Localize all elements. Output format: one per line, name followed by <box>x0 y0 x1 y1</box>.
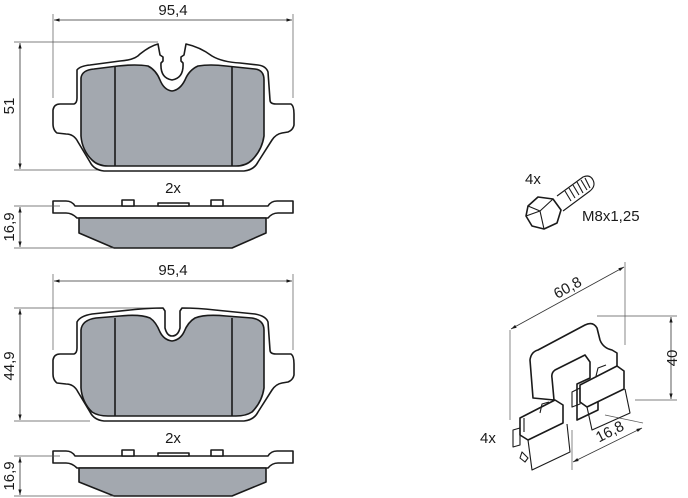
pad-bottom-quantity-label: 2x <box>165 430 181 447</box>
pad-top-quantity-label: 2x <box>165 180 181 197</box>
pad-bottom-width-label: 95,4 <box>158 262 187 279</box>
clip-height-label: 40 <box>664 350 681 367</box>
bolt-quantity-label: 4x <box>525 171 541 188</box>
pad-bottom-thickness-label: 16,9 <box>1 461 18 490</box>
pad-top-height-label: 51 <box>1 98 18 115</box>
pad-bottom-side-view: 2x 16,9 <box>1 430 294 497</box>
pad-bottom-height-label: 44,9 <box>1 351 18 380</box>
bolt-thread-label: M8x1,25 <box>582 208 640 225</box>
pad-bottom-front-view: 95,4 44,9 <box>1 262 295 422</box>
bolt-drawing: 4x M8x1,25 <box>525 171 640 230</box>
bolt-thread-icon <box>564 177 591 202</box>
pad-top-thickness-label: 16,9 <box>1 212 18 241</box>
pad-top-front-view: 95,4 51 <box>1 2 295 172</box>
clip-quantity-label: 4x <box>480 430 496 447</box>
pad-top-side-view: 2x 16,9 <box>1 180 294 249</box>
pad-top-width-label: 95,4 <box>158 2 187 19</box>
clip-drawing: 60,8 40 16,8 4x <box>480 262 681 471</box>
